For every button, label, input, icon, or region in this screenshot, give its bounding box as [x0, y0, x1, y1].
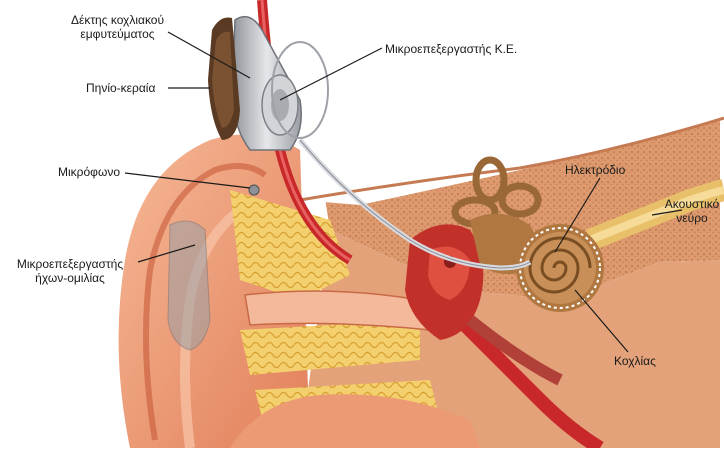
ear-canal: [245, 291, 430, 330]
cochlea-shape: [516, 224, 604, 312]
label-cochlea: Κοχλίας: [614, 354, 656, 368]
label-receiver-line1: Δέκτης κοχλιακού: [50, 13, 185, 27]
label-receiver-processor: Μικροεπεξεργαστής Κ.Ε.: [385, 42, 517, 56]
speech-processor-device: [168, 221, 210, 350]
label-receiver-line2: εμφυτεύματος: [50, 27, 185, 41]
label-coil: Πηνίο-κεραία: [86, 81, 155, 95]
label-speech-processor: Μικροεπεξεργαστής ήχων-ομιλίας: [0, 257, 140, 285]
label-nerve: Ακουστικό νεύρο: [662, 197, 722, 225]
label-electrode: Ηλεκτρόδιο: [565, 163, 625, 177]
label-nerve-line2: νεύρο: [662, 211, 722, 225]
label-microphone: Μικρόφωνο: [58, 165, 120, 179]
microphone-device: [249, 185, 259, 195]
label-speech-processor-line2: ήχων-ομιλίας: [0, 271, 140, 285]
label-receiver: Δέκτης κοχλιακού εμφυτεύματος: [50, 13, 185, 41]
label-nerve-line1: Ακουστικό: [662, 197, 722, 211]
label-speech-processor-line1: Μικροεπεξεργαστής: [0, 257, 140, 271]
